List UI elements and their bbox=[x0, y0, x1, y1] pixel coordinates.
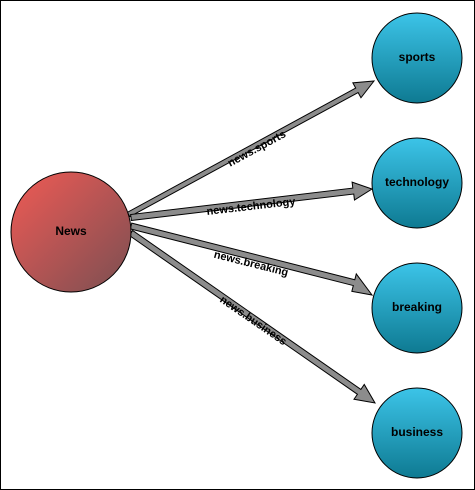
edges: news.sports news.technology news.breakin… bbox=[126, 80, 376, 404]
node-sports-circle bbox=[371, 12, 463, 104]
node-technology-label: technology bbox=[385, 175, 449, 189]
node-breaking[interactable]: breaking bbox=[371, 262, 463, 354]
arrow-news-breaking bbox=[129, 222, 374, 296]
edge-label-news-business: news.business bbox=[217, 294, 288, 348]
node-technology[interactable]: technology bbox=[371, 137, 463, 229]
node-business-label: business bbox=[391, 425, 443, 439]
edge-news-technology: news.technology bbox=[130, 181, 374, 222]
node-technology-circle bbox=[371, 137, 463, 229]
node-sports[interactable]: sports bbox=[371, 12, 463, 104]
node-business-circle bbox=[371, 387, 463, 479]
arrow-news-technology bbox=[130, 181, 374, 222]
arrow-news-business bbox=[128, 229, 376, 404]
node-business[interactable]: business bbox=[371, 387, 463, 479]
node-news-circle bbox=[10, 171, 132, 293]
node-breaking-label: breaking bbox=[392, 300, 442, 314]
node-breaking-circle bbox=[371, 262, 463, 354]
arrow-news-sports bbox=[126, 80, 376, 218]
node-news-label: News bbox=[55, 224, 87, 238]
edge-label-news-technology: news.technology bbox=[206, 196, 297, 218]
node-sports-label: sports bbox=[399, 50, 436, 64]
node-news[interactable]: News bbox=[10, 171, 132, 293]
edge-label-news-sports: news.sports bbox=[226, 128, 288, 169]
